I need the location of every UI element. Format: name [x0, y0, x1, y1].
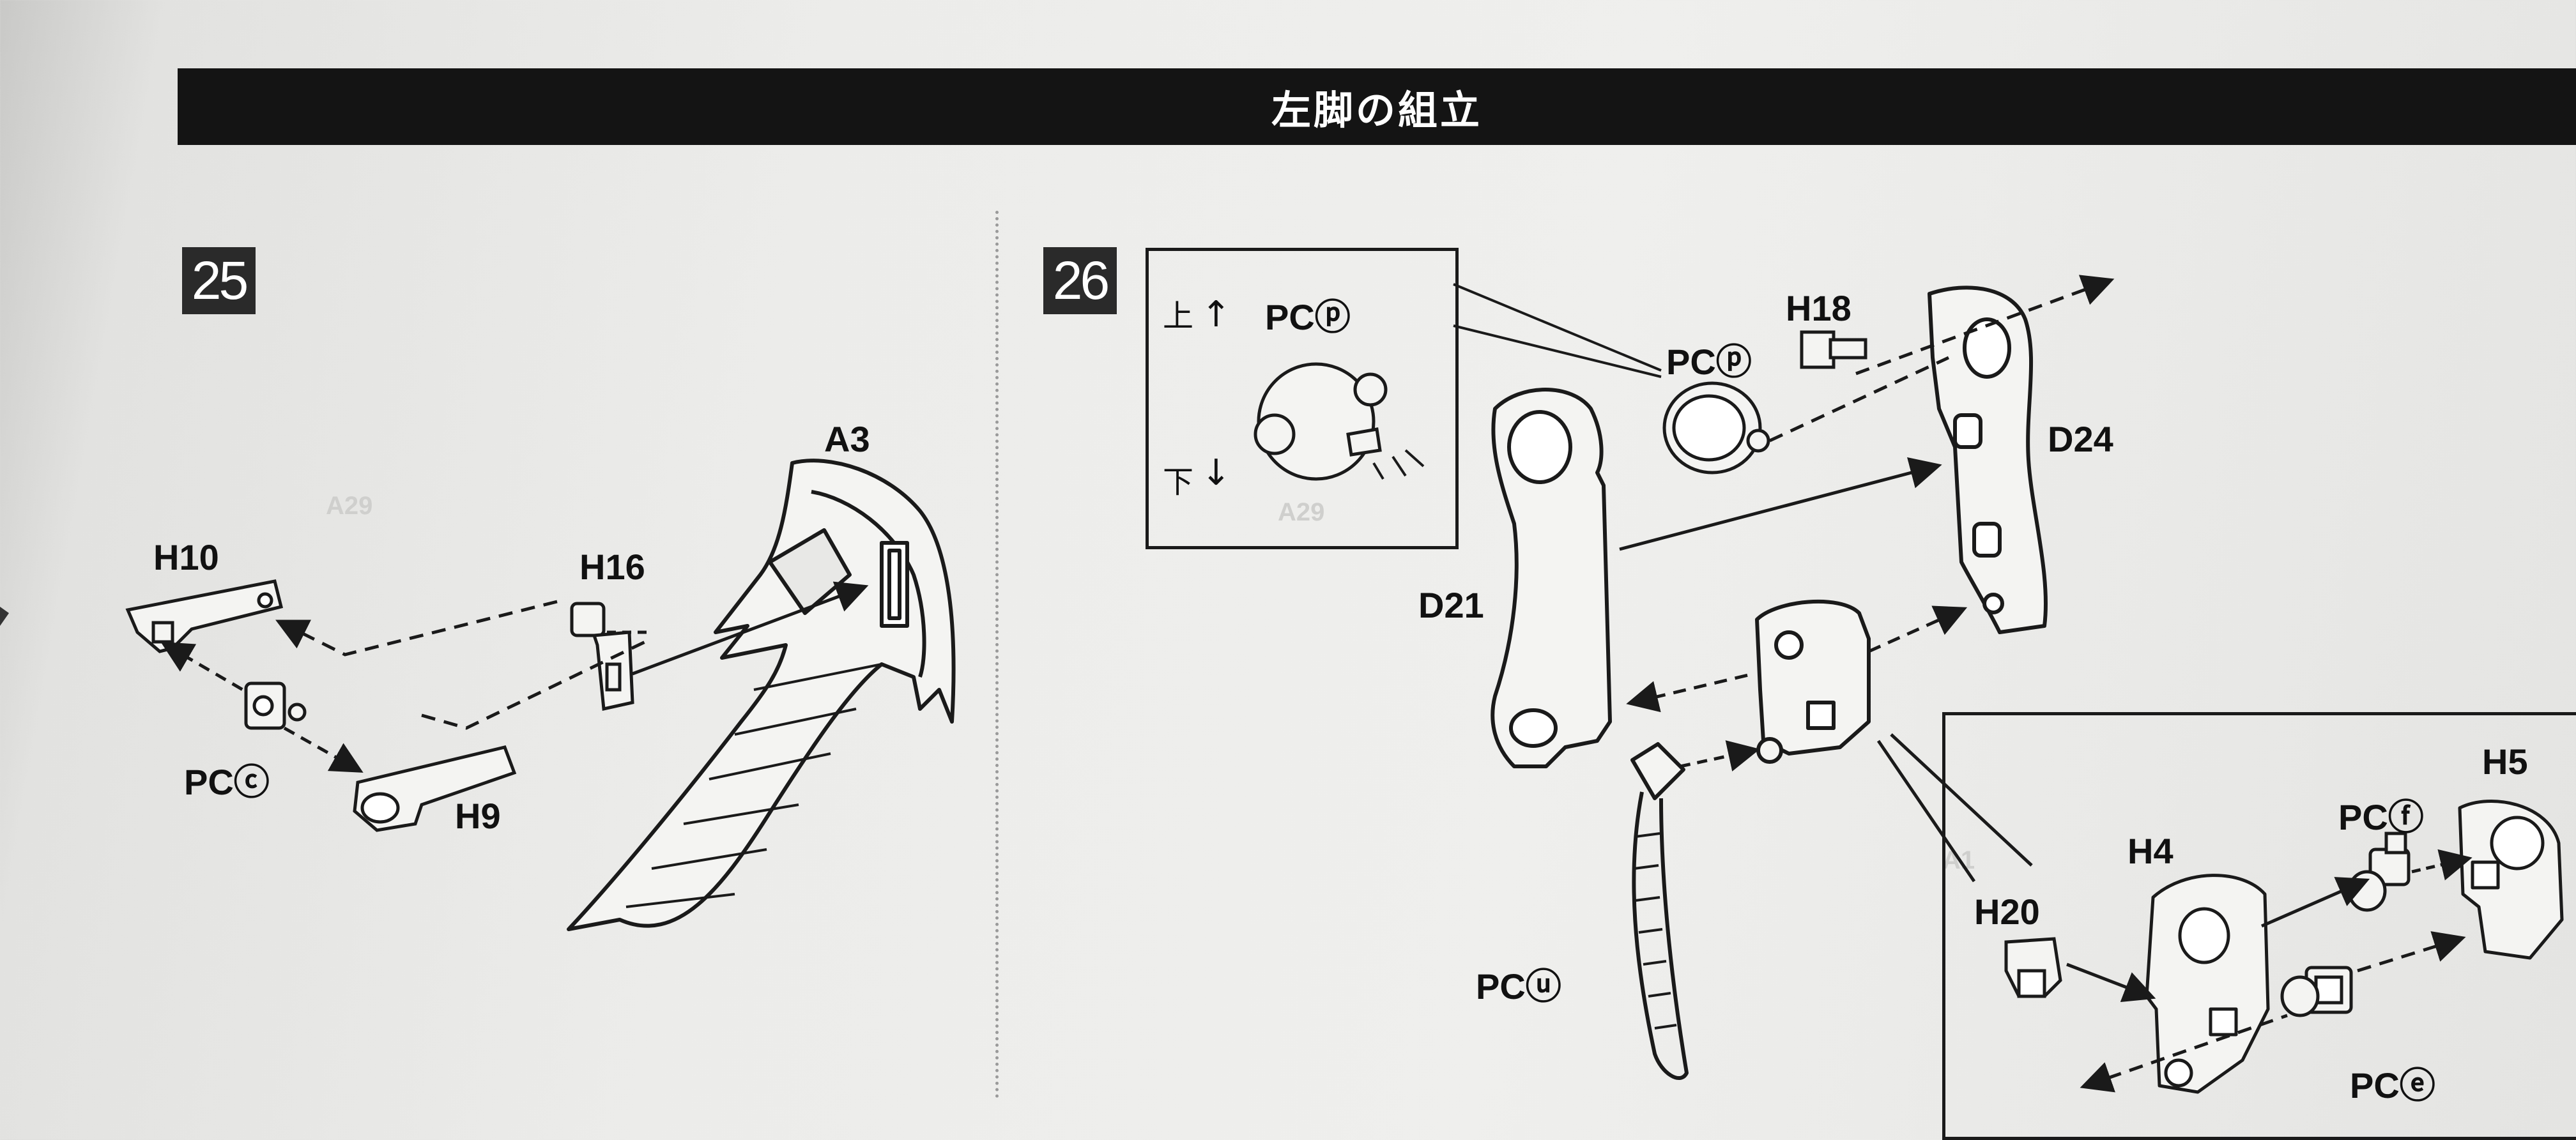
- part-knee-block: [1755, 599, 1871, 764]
- part-pc-p: [1662, 381, 1770, 475]
- step-number-25: 25: [182, 247, 256, 314]
- label-pc-p: PCⓟ: [1666, 342, 1752, 382]
- part-pc-c: [244, 681, 307, 730]
- label-a3: A3: [824, 419, 870, 459]
- label-h10: H10: [153, 537, 219, 577]
- part-h9: [353, 745, 517, 832]
- part-h10: [125, 579, 284, 653]
- label-pc-f: PCⓕ: [2338, 797, 2424, 837]
- section-header: 左脚の組立: [178, 68, 2576, 145]
- part-h18: [1800, 330, 1867, 369]
- label-pc-c: PCⓒ: [184, 762, 270, 802]
- label-h16: H16: [579, 547, 645, 587]
- label-d24: D24: [2048, 419, 2113, 459]
- up-arrow-icon: ↑: [1201, 294, 1231, 335]
- section-title: 左脚の組立: [1271, 87, 1482, 133]
- step-number-26: 26: [1043, 247, 1117, 314]
- part-h5: [2458, 800, 2564, 960]
- part-pc-e: [2280, 966, 2353, 1017]
- down-arrow-icon: ↓: [1201, 452, 1231, 494]
- label-h18: H18: [1786, 288, 1851, 328]
- bleed-through-mark: A29: [326, 492, 373, 520]
- bleed-through-mark: A29: [1278, 498, 1325, 526]
- part-h16: [570, 602, 634, 711]
- label-down-kanji: 下: [1163, 464, 1194, 500]
- inset-h4-h5-assembly: [1942, 712, 2576, 1140]
- label-up-kanji: 上: [1163, 298, 1194, 334]
- label-h4: H4: [2128, 831, 2174, 871]
- label-inset-pc-p: PCⓟ: [1265, 297, 1351, 337]
- label-pc-u: PCⓤ: [1476, 966, 1561, 1007]
- part-d21: [1491, 388, 1612, 768]
- label-d21: D21: [1418, 585, 1484, 625]
- step-divider: [995, 211, 999, 1098]
- part-d24: [1928, 285, 2048, 634]
- binder-ring-icon: [0, 607, 9, 626]
- part-pc-p-inset: [1254, 362, 1425, 481]
- label-pc-e: PCⓔ: [2350, 1065, 2435, 1106]
- part-h20: [2004, 937, 2062, 998]
- inset-pc-p-orientation: [1146, 248, 1459, 549]
- part-a3: [567, 459, 956, 931]
- part-h4: [2145, 874, 2270, 1094]
- label-h20: H20: [1974, 892, 2040, 932]
- label-h5: H5: [2482, 741, 2528, 782]
- part-pc-u: [1630, 742, 1689, 1080]
- label-h9: H9: [455, 796, 501, 836]
